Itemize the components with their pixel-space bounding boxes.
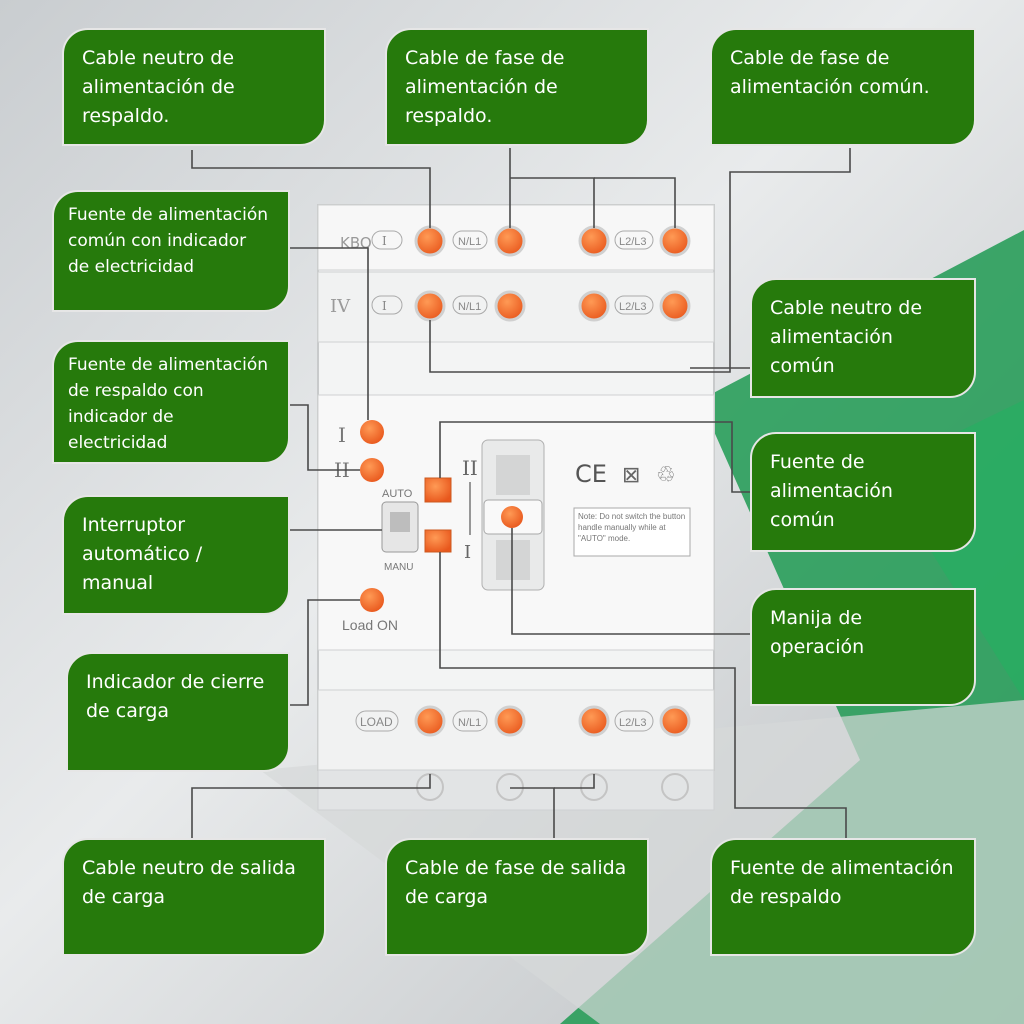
warning-note-text: Note: Do not switch the button handle ma… [578, 512, 686, 543]
row1-label-1: I [382, 234, 387, 248]
callout-load-neutral-text: Cable neutro de salida de carga [82, 857, 296, 908]
callout-auto-manual-text: Interruptor automático / manual [82, 514, 203, 594]
common-power-indicator [360, 420, 384, 444]
callout-backup-source: Fuente de alimentación de respaldo [710, 838, 976, 956]
callout-handle: Manija de operación [750, 588, 976, 706]
callout-backup-indicator-text: Fuente de alimentación de respaldo con i… [68, 355, 269, 453]
leader-load-neutral [191, 774, 431, 838]
common-phase-terminal-1 [578, 225, 610, 257]
callout-backup-phase: Cable de fase de alimentación de respald… [385, 28, 649, 146]
callout-common-phase: Cable de fase de alimentación común. [710, 28, 976, 146]
row1-label-frame-3 [614, 230, 654, 250]
bottom-label-frame-2 [452, 710, 488, 732]
leader-backup-source [439, 552, 847, 838]
base-terminal-4 [661, 773, 689, 801]
bottom-label-frame-3 [614, 710, 654, 732]
load-on-label: Load ON [342, 617, 398, 633]
backup-neutral-terminal [414, 225, 446, 257]
recycle-icon: ♲ [656, 463, 676, 488]
callout-load-indicator: Indicador de cierre de carga [66, 652, 290, 772]
callout-load-neutral: Cable neutro de salida de carga [62, 838, 326, 956]
warning-note-box [573, 507, 691, 557]
leader-common-indicator [290, 247, 369, 420]
leader-handle [511, 528, 750, 635]
leader-backup-indicator [290, 404, 360, 471]
callout-load-indicator-text: Indicador de cierre de carga [86, 671, 265, 722]
leader-load-indicator [290, 599, 360, 706]
row1-label-frame-2 [452, 230, 488, 250]
leader-backup-phase-c [594, 177, 676, 228]
operation-handle-grip[interactable] [501, 506, 523, 528]
common-phase-terminal-2 [659, 225, 691, 257]
load-phase-terminal-2 [578, 705, 610, 737]
manu-label: MANU [384, 562, 413, 573]
auto-manual-switch-knob[interactable] [390, 512, 410, 532]
leader-common-source [439, 421, 750, 493]
handle-top-mark: II [462, 456, 478, 480]
handle-slot-window-top [496, 455, 530, 495]
backup-power-indicator [360, 458, 384, 482]
row2-label-frame-3 [614, 295, 654, 315]
callout-load-phase: Cable de fase de salida de carga [385, 838, 649, 956]
row2-label-1: I [382, 299, 387, 313]
leader-common-phase [429, 148, 851, 373]
row2-label-2: N/L1 [458, 301, 481, 313]
callout-common-source: Fuente de alimentación común [750, 432, 976, 552]
row2-label-3: L2/L3 [619, 301, 647, 313]
bottom-label-1: LOAD [360, 715, 393, 729]
handle-bottom-mark: I [464, 542, 471, 563]
ce-mark: CE [575, 460, 607, 488]
device-base [317, 769, 715, 811]
weee-bin-icon: ⊠ [622, 463, 640, 488]
callout-backup-source-text: Fuente de alimentación de respaldo [730, 857, 954, 908]
leader-backup-neutral [191, 150, 431, 228]
bottom-label-3: L2/L3 [619, 717, 647, 729]
callout-backup-indicator: Fuente de alimentación de respaldo con i… [52, 340, 290, 464]
row2-label-frame-1 [371, 295, 403, 315]
callout-backup-neutral-text: Cable neutro de alimentación de respaldo… [82, 47, 235, 127]
callout-common-neutral: Cable neutro de alimentación común [750, 278, 976, 398]
callout-backup-phase-text: Cable de fase de alimentación de respald… [405, 47, 565, 127]
callout-auto-manual: Interruptor automático / manual [62, 495, 290, 615]
row2-brand: IV [330, 296, 351, 317]
callout-handle-text: Manija de operación [770, 607, 865, 658]
common-terminal-3 [578, 290, 610, 322]
load-closing-indicator [360, 588, 384, 612]
common-neutral-terminal [414, 290, 446, 322]
callout-common-indicator-text: Fuente de alimentación común con indicad… [68, 205, 269, 277]
common-terminal-2 [494, 290, 526, 322]
callout-load-phase-text: Cable de fase de salida de carga [405, 857, 627, 908]
mechanical-indicator-bottom [424, 529, 452, 553]
bottom-label-2: N/L1 [458, 717, 481, 729]
row1-label-2: N/L1 [458, 236, 481, 248]
base-terminal-2 [496, 773, 524, 801]
indicator-one-mark: I [338, 423, 346, 447]
load-phase-terminal-1 [494, 705, 526, 737]
load-neutral-terminal [414, 705, 446, 737]
callout-backup-neutral: Cable neutro de alimentación de respaldo… [62, 28, 326, 146]
brand-mark: KBO [340, 234, 372, 252]
auto-label: AUTO [382, 488, 413, 500]
callout-common-indicator: Fuente de alimentación común con indicad… [52, 190, 290, 312]
common-terminal-4 [659, 290, 691, 322]
bottom-label-frame-1 [355, 710, 399, 732]
load-phase-terminal-3 [659, 705, 691, 737]
callout-common-phase-text: Cable de fase de alimentación común. [730, 47, 930, 98]
row2-label-frame-2 [452, 295, 488, 315]
backup-phase-terminal [494, 225, 526, 257]
callout-common-source-text: Fuente de alimentación común [770, 451, 893, 531]
leader-load-phase-b [554, 774, 595, 789]
mechanical-indicator-top [424, 477, 452, 503]
handle-slot-window-bottom [496, 540, 530, 580]
row1-label-3: L2/L3 [619, 236, 647, 248]
row1-label-frame-1 [371, 230, 403, 250]
callout-common-neutral-text: Cable neutro de alimentación común [770, 297, 923, 377]
